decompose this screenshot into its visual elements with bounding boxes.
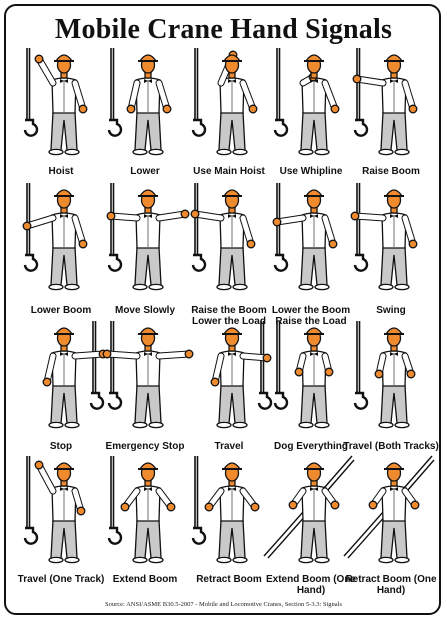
signal-caption: Lower the Boom Raise the Load xyxy=(271,305,351,327)
worker-figure-icon xyxy=(343,455,435,564)
signal-card: Lower xyxy=(102,48,188,185)
worker-figure-icon xyxy=(107,456,176,564)
sign-border xyxy=(4,4,441,615)
signal-caption: Travel (Both Tracks) xyxy=(343,441,439,452)
source-citation: Source: ANSI/ASME B30.5-2007 - Mobile an… xyxy=(104,601,343,608)
page-title: Mobile Crane Hand Signals xyxy=(54,14,393,45)
worker-figure-icon xyxy=(22,183,88,291)
signal-caption: Emergency Stop xyxy=(105,441,185,452)
worker-figure-icon xyxy=(353,321,416,429)
signal-caption: Stop xyxy=(49,441,73,452)
signal-card: Hoist xyxy=(18,48,104,185)
signal-card: Move Slowly xyxy=(102,183,190,320)
worker-figure-icon xyxy=(107,48,172,156)
worker-figure-icon xyxy=(350,183,418,291)
signal-caption: Extend Boom (One Hand) xyxy=(265,574,356,596)
worker-figure-icon xyxy=(273,321,334,429)
signal-card: Stop xyxy=(18,321,108,458)
signal-card: Emergency Stop xyxy=(102,321,194,458)
signal-card: Swing xyxy=(348,183,434,320)
signal-caption: Lower xyxy=(130,166,160,177)
signal-caption: Dog Everything xyxy=(274,441,348,452)
signal-card: Retract Boom (One Hand) xyxy=(343,455,437,596)
signal-caption: Travel (One Track) xyxy=(17,574,105,585)
signal-caption: Travel xyxy=(214,441,244,452)
signal-caption: Move Slowly xyxy=(114,305,175,316)
signal-card: Extend Boom (One Hand) xyxy=(263,455,356,596)
worker-figure-icon xyxy=(263,455,355,564)
signal-caption: Hoist xyxy=(48,166,74,177)
signal-card: Lower the Boom Raise the Load xyxy=(268,183,354,327)
signal-caption: Raise Boom xyxy=(362,166,420,177)
signal-caption: Swing xyxy=(376,305,406,316)
signal-caption: Use Main Hoist xyxy=(193,166,265,177)
signal-card: Extend Boom xyxy=(102,456,188,593)
signal-card: Dog Everything xyxy=(268,321,354,458)
signal-caption: Retract Boom (One Hand) xyxy=(345,574,437,596)
signal-card: Use Main Hoist xyxy=(186,48,272,185)
signal-caption: Retract Boom xyxy=(196,574,262,585)
worker-figure-icon xyxy=(210,321,273,429)
worker-figure-icon xyxy=(106,183,190,291)
signal-caption: Lower Boom xyxy=(30,305,92,316)
signal-caption: Extend Boom xyxy=(112,574,178,585)
worker-figure-icon xyxy=(23,48,88,156)
worker-figure-icon xyxy=(102,321,194,429)
signal-card: Retract Boom xyxy=(186,456,272,593)
worker-figure-icon xyxy=(190,183,256,291)
signal-caption: Raise the Boom Lower the Load xyxy=(191,305,267,327)
worker-figure-icon xyxy=(352,48,418,156)
worker-figure-icon xyxy=(191,48,258,156)
signal-card: Raise Boom xyxy=(348,48,434,185)
signal-card: Use Whipline xyxy=(268,48,354,185)
worker-figure-icon xyxy=(273,48,340,156)
signal-card: Lower Boom xyxy=(18,183,104,320)
worker-figure-icon xyxy=(23,456,86,564)
signal-caption: Use Whipline xyxy=(279,166,343,177)
signal-card: Travel xyxy=(186,321,273,458)
signal-card: Raise the Boom Lower the Load xyxy=(186,183,272,327)
worker-figure-icon xyxy=(191,456,260,564)
worker-figure-icon xyxy=(42,321,108,429)
signal-card: Travel (Both Tracks) xyxy=(343,321,439,458)
worker-figure-icon xyxy=(272,183,338,291)
signal-card: Travel (One Track) xyxy=(18,456,104,593)
